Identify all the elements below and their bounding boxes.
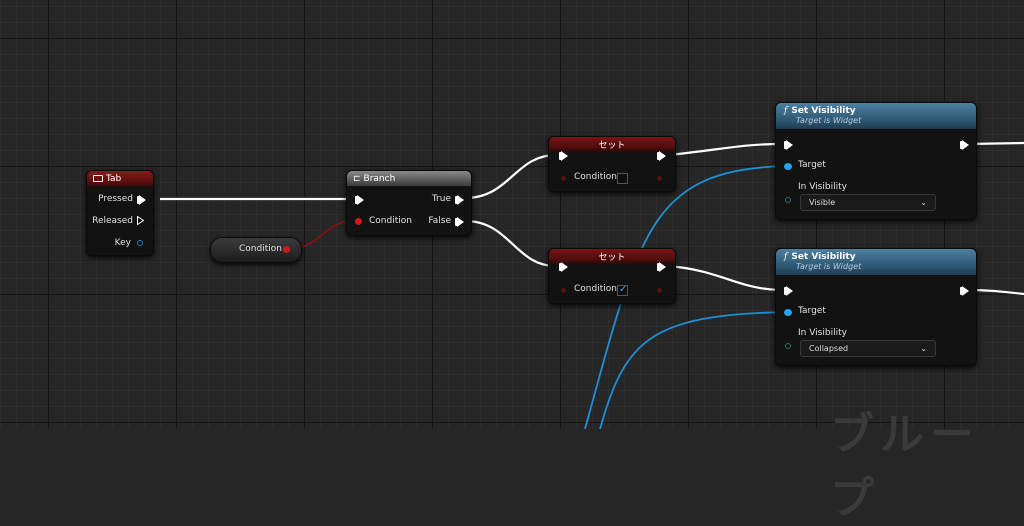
set-node-1-exec-out[interactable] — [657, 151, 666, 161]
set-visibility-1-exec-out[interactable] — [960, 140, 969, 150]
set-visibility-node-2[interactable]: f Set Visibility Target is Widget Target… — [775, 248, 977, 366]
set-node-2-exec-in[interactable] — [559, 262, 568, 272]
branch-condition-pin[interactable] — [355, 218, 362, 225]
object-wire-target1[interactable] — [584, 165, 786, 429]
set-visibility-2-target-pin[interactable] — [784, 309, 792, 316]
set-visibility-2-in-visibility-label: In Visibility — [798, 328, 847, 338]
tab-node-title: Tab — [106, 173, 122, 184]
pressed-exec-pin[interactable] — [137, 195, 146, 205]
set-visibility-1-dropdown-value: Visible — [809, 198, 836, 207]
released-label: Released — [92, 216, 133, 226]
set-visibility-1-exec-in[interactable] — [784, 140, 793, 150]
branch-node-title: Branch — [363, 173, 396, 184]
set-visibility-1-target-pin[interactable] — [784, 163, 792, 170]
set-node-1-checkbox[interactable] — [617, 173, 628, 184]
wires-layer — [160, 141, 1024, 429]
set-visibility-node-1[interactable]: f Set Visibility Target is Widget Target… — [775, 102, 977, 220]
set-node-2-condition-pin[interactable] — [561, 288, 566, 293]
set-visibility-2-title: Set Visibility — [791, 252, 856, 262]
set-visibility-2-target-label: Target — [798, 306, 826, 316]
branch-false-pin[interactable] — [455, 217, 464, 227]
set-visibility-2-dropdown[interactable]: Collapsed ⌄ — [800, 340, 936, 357]
set-node-1-condition-pin[interactable] — [561, 176, 566, 181]
keyboard-icon — [93, 175, 103, 182]
set-node-1-header[interactable]: セット — [549, 137, 675, 152]
chevron-down-icon: ⌄ — [920, 198, 927, 207]
condition-variable-node[interactable]: Condition — [210, 237, 302, 263]
tab-event-node[interactable]: Tab Pressed Released Key — [86, 170, 154, 256]
branch-true-label: True — [431, 194, 451, 204]
set-node-2-header[interactable]: セット — [549, 249, 675, 264]
set-visibility-1-header[interactable]: f Set Visibility Target is Widget — [776, 103, 976, 129]
branch-false-label: False — [428, 216, 451, 226]
branch-icon: ⊏ — [353, 173, 361, 184]
set-node-2[interactable]: セット Condition ✓ — [548, 248, 676, 304]
branch-exec-in-pin[interactable] — [355, 195, 364, 205]
key-label: Key — [114, 238, 131, 248]
exec-wire-true-set1[interactable] — [464, 153, 557, 200]
exec-wire-false-set2[interactable] — [464, 219, 557, 268]
set-visibility-2-header[interactable]: f Set Visibility Target is Widget — [776, 249, 976, 275]
set-node-1-title: セット — [598, 141, 626, 151]
set-visibility-1-visibility-pin[interactable] — [785, 197, 791, 203]
key-struct-pin[interactable] — [137, 240, 143, 246]
set-visibility-1-title: Set Visibility — [791, 106, 856, 116]
branch-true-pin[interactable] — [455, 195, 464, 205]
condition-variable-label: Condition — [239, 244, 282, 254]
exec-wire-vis1-out[interactable] — [967, 141, 1024, 146]
set-visibility-2-exec-in[interactable] — [784, 286, 793, 296]
set-visibility-1-in-visibility-label: In Visibility — [798, 182, 847, 192]
set-node-1-exec-in[interactable] — [559, 151, 568, 161]
set-node-1[interactable]: セット Condition — [548, 136, 676, 192]
set-visibility-1-target-label: Target — [798, 160, 826, 170]
set-node-1-output-pin[interactable] — [657, 176, 662, 181]
set-node-2-checkbox[interactable]: ✓ — [617, 284, 628, 296]
set-visibility-2-exec-out[interactable] — [960, 286, 969, 296]
set-visibility-2-dropdown-value: Collapsed — [809, 344, 849, 353]
set-visibility-1-dropdown[interactable]: Visible ⌄ — [800, 194, 936, 211]
set-visibility-2-subtitle: Target is Widget — [796, 262, 862, 271]
condition-output-pin[interactable] — [283, 246, 290, 253]
exec-wire-set2-vis2[interactable] — [667, 264, 783, 292]
set-node-2-condition-label: Condition — [574, 284, 617, 294]
branch-condition-label: Condition — [369, 216, 412, 226]
set-node-1-condition-label: Condition — [574, 172, 617, 182]
chevron-down-icon: ⌄ — [920, 344, 927, 353]
set-node-2-title: セット — [598, 253, 626, 263]
set-node-2-output-pin[interactable] — [657, 288, 662, 293]
blueprint-watermark: ブループ — [830, 409, 980, 524]
tab-node-header[interactable]: Tab — [87, 171, 153, 186]
exec-wire-set1-vis1[interactable] — [667, 142, 783, 157]
branch-node-header[interactable]: ⊏ Branch — [347, 171, 471, 186]
released-exec-pin[interactable] — [137, 216, 144, 225]
function-icon: f — [784, 252, 788, 262]
branch-node[interactable]: ⊏ Branch Condition True False — [346, 170, 472, 236]
function-icon: f — [784, 106, 788, 116]
checkmark-icon: ✓ — [619, 284, 628, 295]
set-visibility-2-visibility-pin[interactable] — [785, 343, 791, 349]
set-node-2-exec-out[interactable] — [657, 262, 666, 272]
object-wire-target2[interactable] — [599, 311, 786, 429]
pressed-label: Pressed — [98, 194, 133, 204]
set-visibility-1-subtitle: Target is Widget — [796, 116, 862, 125]
